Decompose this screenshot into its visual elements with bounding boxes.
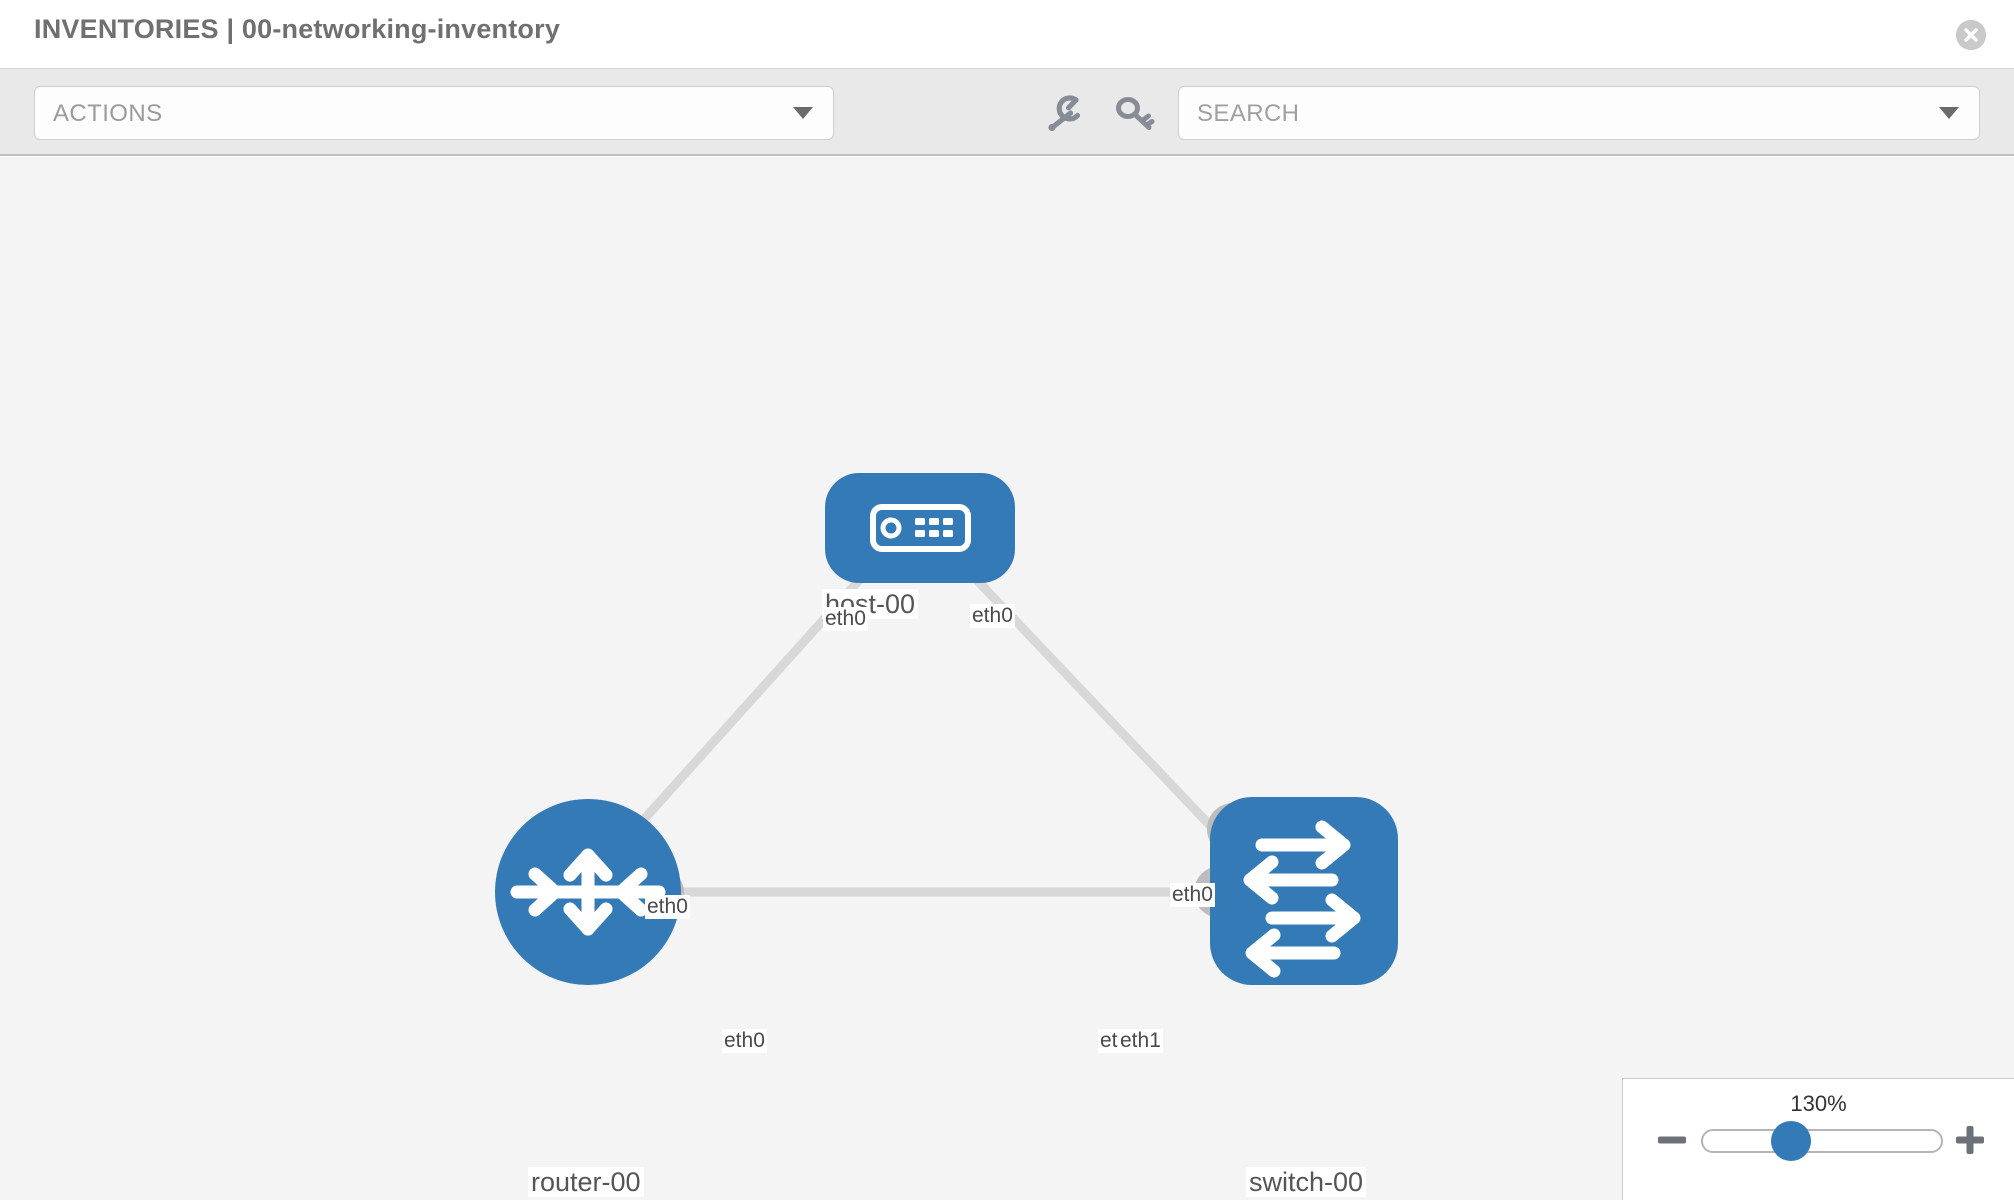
edge-label: eth0 — [1170, 883, 1215, 908]
zoom-control-panel: 130% — [1622, 1078, 2014, 1200]
zoom-slider-track[interactable] — [1701, 1129, 1943, 1153]
page-header: INVENTORIES | 00-networking-inventory — [0, 0, 2014, 68]
zoom-slider-thumb[interactable] — [1771, 1121, 1811, 1161]
node-switch-00 — [1210, 797, 1398, 985]
zoom-percent-label: 130% — [1790, 1091, 1847, 1116]
node-label-switch-00: switch-00 — [1246, 1167, 1367, 1198]
search-placeholder: SEARCH — [1197, 100, 1300, 127]
edge-label: eth0 — [645, 895, 690, 920]
plus-icon[interactable] — [1953, 1123, 1987, 1157]
edge-label: eth1 — [1118, 1029, 1163, 1054]
link-host00-switch00 — [951, 553, 1244, 861]
node-label-router-00: router-00 — [528, 1167, 644, 1198]
page-title: INVENTORIES | 00-networking-inventory — [34, 14, 561, 44]
node-host-00 — [825, 473, 1015, 583]
minus-icon[interactable] — [1655, 1123, 1689, 1157]
topology-canvas[interactable]: host-00 router-00 switch-00 eth0 eth0 et… — [0, 157, 2014, 1200]
wrench-icon[interactable] — [1040, 89, 1088, 137]
actions-dropdown[interactable]: ACTIONS — [34, 86, 834, 140]
close-icon[interactable] — [1956, 20, 1986, 50]
toolbar: ACTIONS SEARCH — [0, 68, 2014, 156]
topology-graph — [495, 473, 1398, 985]
topology-links — [606, 553, 1250, 897]
chevron-down-icon — [793, 107, 813, 119]
node-router-00 — [495, 799, 681, 985]
edge-label: eth0 — [823, 607, 868, 632]
key-icon[interactable] — [1110, 89, 1158, 137]
edge-label: eth0 — [722, 1029, 767, 1054]
edge-label: eth0 — [970, 604, 1015, 629]
chevron-down-icon — [1939, 107, 1959, 119]
search-input[interactable]: SEARCH — [1178, 86, 1980, 140]
actions-dropdown-label: ACTIONS — [53, 100, 163, 127]
